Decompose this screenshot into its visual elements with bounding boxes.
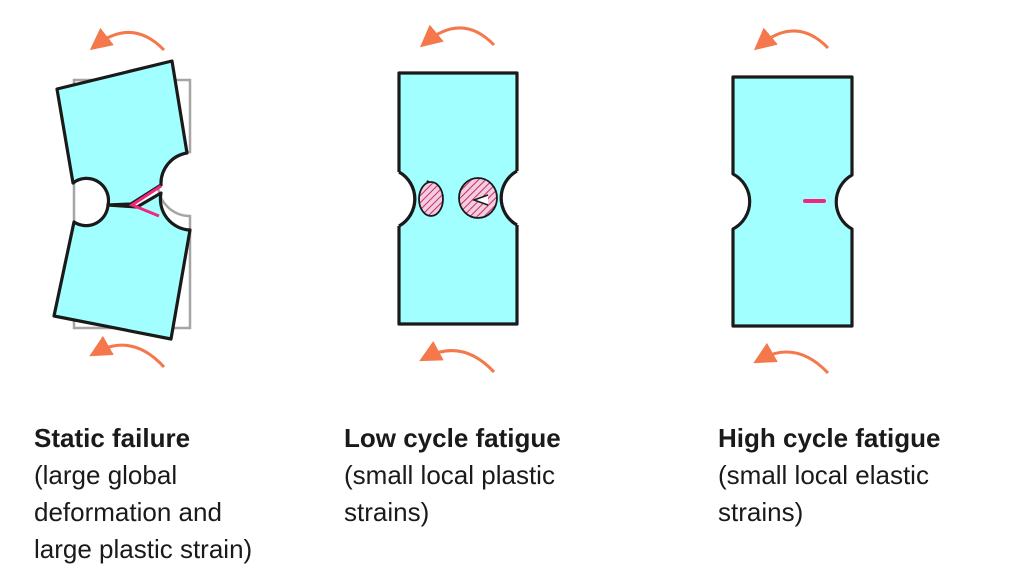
moment-arrow-bottom bbox=[753, 342, 830, 375]
crack bbox=[471, 194, 489, 206]
specimen-body bbox=[731, 75, 854, 328]
caption-line: (small local elastic bbox=[718, 460, 929, 490]
high-cycle-fatigue-specimen bbox=[731, 27, 854, 375]
caption-title: High cycle fatigue bbox=[718, 423, 941, 453]
notch-right-recut bbox=[501, 171, 521, 225]
moment-arrow-top bbox=[753, 27, 830, 51]
caption-static-failure: Static failure (large global deformation… bbox=[34, 420, 252, 568]
low-cycle-fatigue-specimen bbox=[396, 24, 521, 374]
moment-arrow-top bbox=[89, 27, 166, 52]
crack bbox=[128, 184, 162, 218]
specimen-upper-half bbox=[55, 59, 189, 207]
notch-left-edge bbox=[398, 170, 417, 228]
moment-arrow-bottom bbox=[89, 335, 166, 369]
caption-line: strains) bbox=[344, 497, 430, 527]
specimen-body bbox=[397, 71, 519, 326]
notch-right-edge bbox=[499, 169, 518, 227]
plastic-zone-left-shape bbox=[418, 181, 444, 217]
caption-high-cycle-fatigue: High cycle fatigue (small local elastic … bbox=[718, 420, 941, 531]
caption-title: Low cycle fatigue bbox=[344, 423, 561, 453]
caption-line: large plastic strain) bbox=[34, 534, 253, 564]
static-failure-specimen bbox=[52, 27, 192, 369]
specimen-lower-half bbox=[52, 191, 192, 341]
caption-low-cycle-fatigue: Low cycle fatigue (small local plastic s… bbox=[344, 420, 561, 531]
caption-line: (small local plastic bbox=[344, 460, 555, 490]
moment-arrow-top bbox=[419, 24, 496, 48]
moment-arrow-bottom bbox=[419, 341, 496, 374]
caption-line: (large global bbox=[34, 460, 178, 490]
caption-line: strains) bbox=[718, 497, 804, 527]
caption-line: deformation and bbox=[34, 497, 222, 527]
caption-title: Static failure bbox=[34, 423, 191, 453]
